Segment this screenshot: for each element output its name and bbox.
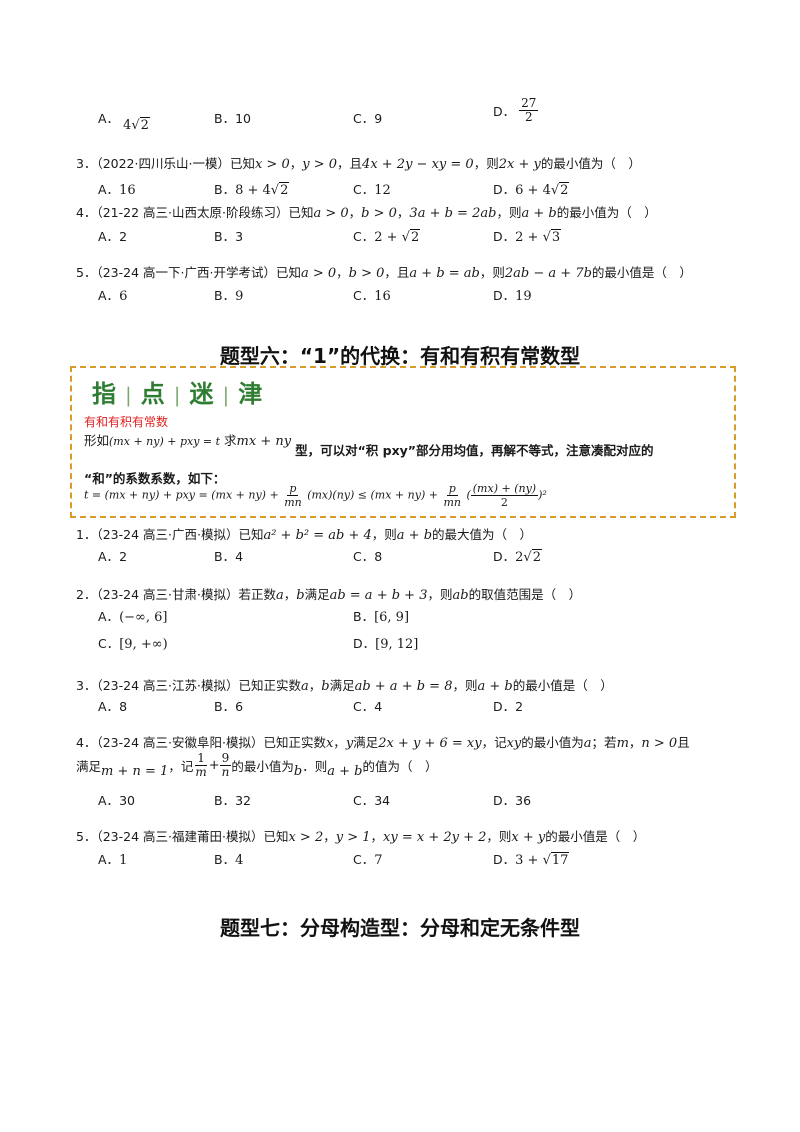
s6-q3-option-d: D．2 (493, 699, 524, 714)
s6-q2-option-c: C．[9, +∞) (98, 636, 168, 652)
question-4: 4．（21-22 高三·山西太原·阶段练习）已知a > 0，b > 0，3a +… (76, 205, 657, 221)
tip-line-1: 形如(mx + ny) + pxy = t 求mx + ny 型，可以对“积 p… (84, 433, 654, 458)
tip-box: 指|点|迷|津 有和有积有常数 形如(mx + ny) + pxy = t 求m… (70, 366, 736, 518)
option-c: C．9 (353, 111, 383, 126)
s6-q2-option-a: A．(−∞, 6] (98, 609, 168, 625)
option-a: A． 4√2 (98, 111, 150, 133)
s6-question-1: 1．（23-24 高三·广西·模拟）已知a² + b² = ab + 4，则a … (76, 527, 533, 543)
s6-q4-option-d: D．36 (493, 793, 532, 808)
s6-question-4: 4．（23-24 高三·安徽阜阳·模拟）已知正实数x，y满足2x + y + 6… (76, 735, 690, 751)
q3-option-b: B．8 + 4√2 (214, 182, 290, 198)
question-3: 3．（2022·四川乐山·一模）已知x > 0，y > 0，且4x + 2y −… (76, 156, 641, 172)
q4-option-b: B．3 (214, 229, 244, 244)
s6-q3-option-a: A．8 (98, 699, 128, 714)
s6-q4-option-b: B．32 (214, 793, 251, 808)
s6-q5-option-c: C．7 (353, 852, 383, 868)
s6-question-2: 2．（23-24 高三·甘肃·模拟）若正数a，b满足ab = a + b + 3… (76, 587, 582, 603)
s6-q5-option-a: A．1 (98, 852, 128, 868)
section-heading-7: 题型七：分母构造型：分母和定无条件型 (220, 916, 580, 940)
s6-q1-option-d: D．2√2 (493, 549, 542, 565)
q3-option-c: C．12 (353, 182, 391, 198)
tip-title: 指|点|迷|津 (92, 379, 264, 408)
tip-subtitle: 有和有积有常数 (84, 415, 169, 429)
q3-option-d: D．6 + 4√2 (493, 182, 570, 198)
q5-option-d: D．19 (493, 288, 532, 304)
section-heading-6: 题型六：“1”的代换：有和有积有常数型 (219, 344, 581, 368)
q4-option-a: A．2 (98, 229, 128, 244)
s6-q5-option-b: B．4 (214, 852, 244, 868)
q3-option-a: A．16 (98, 182, 136, 198)
s6-q2-option-b: B．[6, 9] (353, 609, 410, 625)
question-5: 5．（23-24 高一下·广西·开学考试）已知a > 0，b > 0，且a + … (76, 265, 692, 281)
q5-option-c: C．16 (353, 288, 391, 304)
tip-line-2: “和”的系数系数，如下： (84, 471, 226, 486)
s6-q1-option-b: B．4 (214, 549, 244, 564)
q5-option-b: B．9 (214, 288, 244, 304)
q5-option-a: A．6 (98, 288, 128, 304)
s6-q5-option-d: D．3 + √17 (493, 852, 570, 868)
s6-q1-option-a: A．2 (98, 549, 128, 564)
s6-q4-option-a: A．30 (98, 793, 135, 808)
s6-q4-option-c: C．34 (353, 793, 391, 808)
q4-option-d: D．2 + √3 (493, 229, 562, 245)
s6-question-3: 3．（23-24 高三·江苏·模拟）已知正实数a，b满足ab + a + b =… (76, 678, 613, 694)
s6-q1-option-c: C．8 (353, 549, 383, 564)
s6-q3-option-b: B．6 (214, 699, 244, 714)
s6-q2-option-d: D．[9, 12] (353, 636, 419, 652)
q4-option-c: C．2 + √2 (353, 229, 421, 245)
option-b: B．10 (214, 111, 251, 126)
s6-q3-option-c: C．4 (353, 699, 383, 714)
s6-question-5: 5．（23-24 高三·福建莆田·模拟）已知x > 2，y > 1，xy = x… (76, 829, 646, 845)
